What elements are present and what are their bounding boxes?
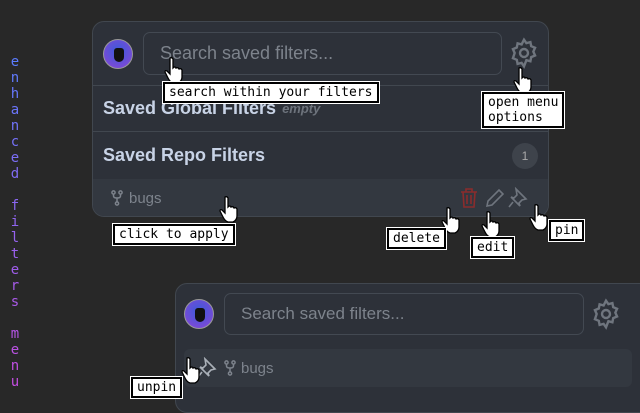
annotation-menu: open menu options [480, 91, 566, 129]
search-input[interactable]: Search saved filters... [224, 293, 584, 335]
title-letter [8, 310, 22, 326]
hand-cursor-icon [481, 211, 500, 238]
annotation-apply: click to apply [112, 223, 236, 246]
empty-label: empty [282, 101, 321, 116]
title-letter: e [10, 54, 20, 70]
hand-cursor-icon [181, 357, 200, 384]
title-letter: e [10, 262, 20, 278]
repo-fork-icon [111, 190, 123, 206]
gear-icon[interactable] [590, 298, 622, 330]
filter-name: bugs [241, 359, 274, 377]
title-letter: n [10, 70, 20, 86]
title-letter: m [10, 326, 20, 342]
search-input[interactable]: Search saved filters... [143, 32, 502, 75]
title-letter [8, 182, 22, 198]
filters-menu-panel: Search saved filters... Saved Global Fil… [92, 21, 549, 217]
annotation-pin: pin [547, 219, 586, 242]
title-letter: n [10, 358, 20, 374]
title-letter: s [10, 294, 20, 310]
title-letter: h [10, 86, 20, 102]
count-badge: 1 [512, 142, 538, 169]
repo-fork-icon [224, 360, 236, 376]
title-letter: n [10, 118, 20, 134]
title-letter: c [10, 134, 20, 150]
search-placeholder: Search saved filters... [241, 304, 405, 323]
trash-icon[interactable] [459, 187, 479, 209]
filters-menu-panel-pinned: Search saved filters... bugs [175, 283, 640, 413]
hand-cursor-icon [164, 57, 183, 84]
title-letter: d [10, 166, 20, 182]
pinned-filter-item[interactable]: bugs [184, 349, 632, 387]
pin-icon[interactable] [507, 187, 529, 209]
title-letter: l [10, 230, 20, 246]
avatar [103, 39, 133, 69]
pencil-icon[interactable] [484, 187, 504, 209]
search-placeholder: Search saved filters... [160, 43, 334, 63]
filter-item[interactable]: bugs [93, 179, 548, 216]
hand-cursor-icon [529, 204, 548, 231]
section-title: Saved Repo Filters [103, 145, 266, 165]
repo-filters-section[interactable]: Saved Repo Filters 1 [93, 131, 548, 179]
title-letter: f [10, 198, 20, 214]
title-letter: a [10, 102, 20, 118]
annotation-search: search within your filters [162, 81, 380, 104]
hand-cursor-icon [441, 207, 460, 234]
title-letter: t [10, 246, 20, 262]
title-letter: e [10, 150, 20, 166]
title-letter: r [10, 278, 20, 294]
hand-cursor-icon [513, 67, 532, 94]
title-letter: u [10, 374, 20, 390]
annotation-edit: edit [469, 236, 516, 259]
title-letter: i [10, 214, 20, 230]
annotation-unpin: unpin [129, 376, 184, 399]
hand-cursor-icon [219, 196, 238, 223]
gear-icon[interactable] [508, 37, 540, 69]
title-letter: e [10, 342, 20, 358]
filter-name: bugs [129, 189, 162, 207]
section-title: Saved Global Filters [103, 98, 277, 118]
avatar [184, 299, 214, 329]
annotation-delete: delete [386, 227, 447, 250]
